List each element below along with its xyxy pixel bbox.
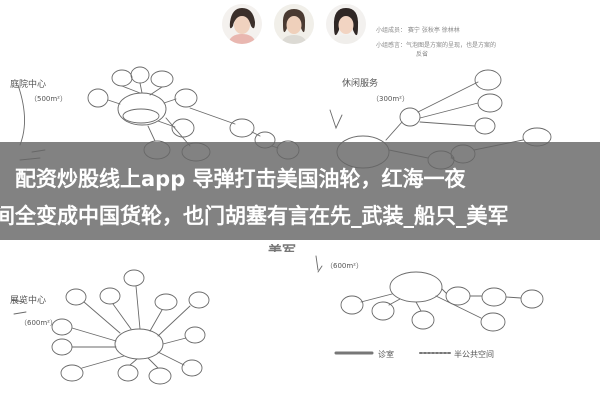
- headline: 配资炒股线上app 导弹打击美国油轮，红海一夜 间全变成中国货轮，也门胡塞有言在…: [0, 142, 600, 240]
- avatar: [326, 4, 366, 44]
- zone-label-left-bottom: 展览中心: [10, 294, 46, 306]
- zone-area-right-top: （300m²）: [372, 95, 409, 103]
- legend-label-2: 半公共空间: [454, 349, 494, 359]
- headline-overflow-text: 美军: [268, 244, 296, 252]
- zone-label-left-top: 庭院中心: [10, 78, 46, 90]
- zone-area-left-bottom: （600m²）: [20, 319, 57, 327]
- intro-line-2: 反省: [416, 51, 429, 58]
- zone-label-right-top: 休闲服务: [342, 77, 378, 89]
- intro-line-1: 小组感言：气泡图是方案的呈现，也是方案的: [376, 42, 497, 49]
- avatar: [274, 4, 314, 44]
- member-avatars: [222, 4, 372, 48]
- group-info: 小组成员： 赛宁 张秋亭 徐林林 小组感言：气泡图是方案的呈现，也是方案的 反省: [376, 26, 576, 59]
- headline-line-1: 配资炒股线上app 导弹打击美国油轮，红海一夜: [15, 167, 466, 191]
- legend-label-1: 诊室: [378, 349, 394, 359]
- headline-banner: 配资炒股线上app 导弹打击美国油轮，红海一夜 间全变成中国货轮，也门胡塞有言在…: [0, 142, 600, 240]
- zone-area-right-bottom: （600m²）: [326, 262, 363, 270]
- member-line: 小组成员： 赛宁 张秋亭 徐林林: [376, 27, 460, 34]
- headline-line-2: 间全变成中国货轮，也门胡塞有言在先_武装_船只_美军: [0, 204, 509, 228]
- zone-area-left-top: （500m²）: [30, 95, 67, 103]
- avatar: [222, 4, 262, 44]
